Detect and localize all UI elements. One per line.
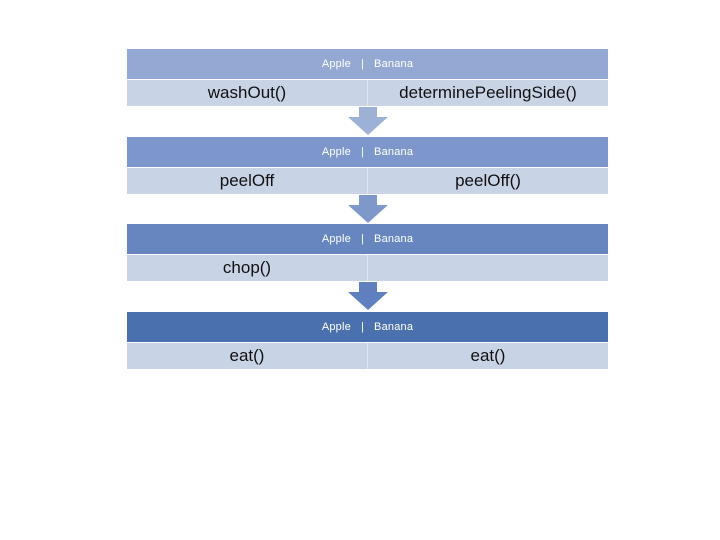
stage-2-header: Apple | Banana	[127, 137, 608, 167]
stage-3-header-separator: |	[360, 233, 365, 245]
stage-4-header: Apple | Banana	[127, 312, 608, 342]
stage-4-banana-step: eat()	[470, 346, 506, 365]
stage-1-header-banana: Banana	[374, 58, 414, 70]
stage-4-apple-step: eat()	[127, 343, 368, 369]
stage-1-banana-step: determinePeelingSide()	[399, 83, 577, 102]
stage-1-header-separator: |	[360, 58, 365, 70]
down-arrow-icon	[348, 282, 388, 310]
stage-4-header-apple: Apple	[321, 321, 351, 333]
stage-3-header-apple: Apple	[321, 233, 351, 245]
stage-1-row: washOut() determinePeelingSide()	[127, 79, 608, 106]
stage-4-row: eat() eat()	[127, 342, 608, 369]
stage-3-row: chop()	[127, 254, 608, 281]
down-arrow-icon	[348, 195, 388, 223]
stage-3-header-banana: Banana	[374, 233, 414, 245]
stage-2-banana-step: peelOff()	[455, 171, 521, 190]
stage-1-apple-step: washOut()	[127, 80, 368, 106]
stage-4-header-separator: |	[360, 321, 365, 333]
stage-3-header: Apple | Banana	[127, 224, 608, 254]
stage-1-header-apple: Apple	[321, 58, 351, 70]
stage-1: Apple | Banana washOut() determinePeelin…	[127, 49, 608, 106]
stage-2-row: peelOff peelOff()	[127, 167, 608, 194]
stage-2: Apple | Banana peelOff peelOff()	[127, 137, 608, 194]
stage-2-header-apple: Apple	[321, 146, 351, 158]
stage-2-apple-step: peelOff	[127, 168, 368, 194]
stage-3-apple-step: chop()	[127, 255, 368, 281]
stage-3: Apple | Banana chop()	[127, 224, 608, 281]
stage-4: Apple | Banana eat() eat()	[127, 312, 608, 369]
stage-2-header-separator: |	[360, 146, 365, 158]
stage-1-header: Apple | Banana	[127, 49, 608, 79]
stage-2-header-banana: Banana	[374, 146, 414, 158]
stage-3-banana-step	[368, 255, 608, 281]
stage-4-header-banana: Banana	[374, 321, 414, 333]
down-arrow-icon	[348, 107, 388, 135]
